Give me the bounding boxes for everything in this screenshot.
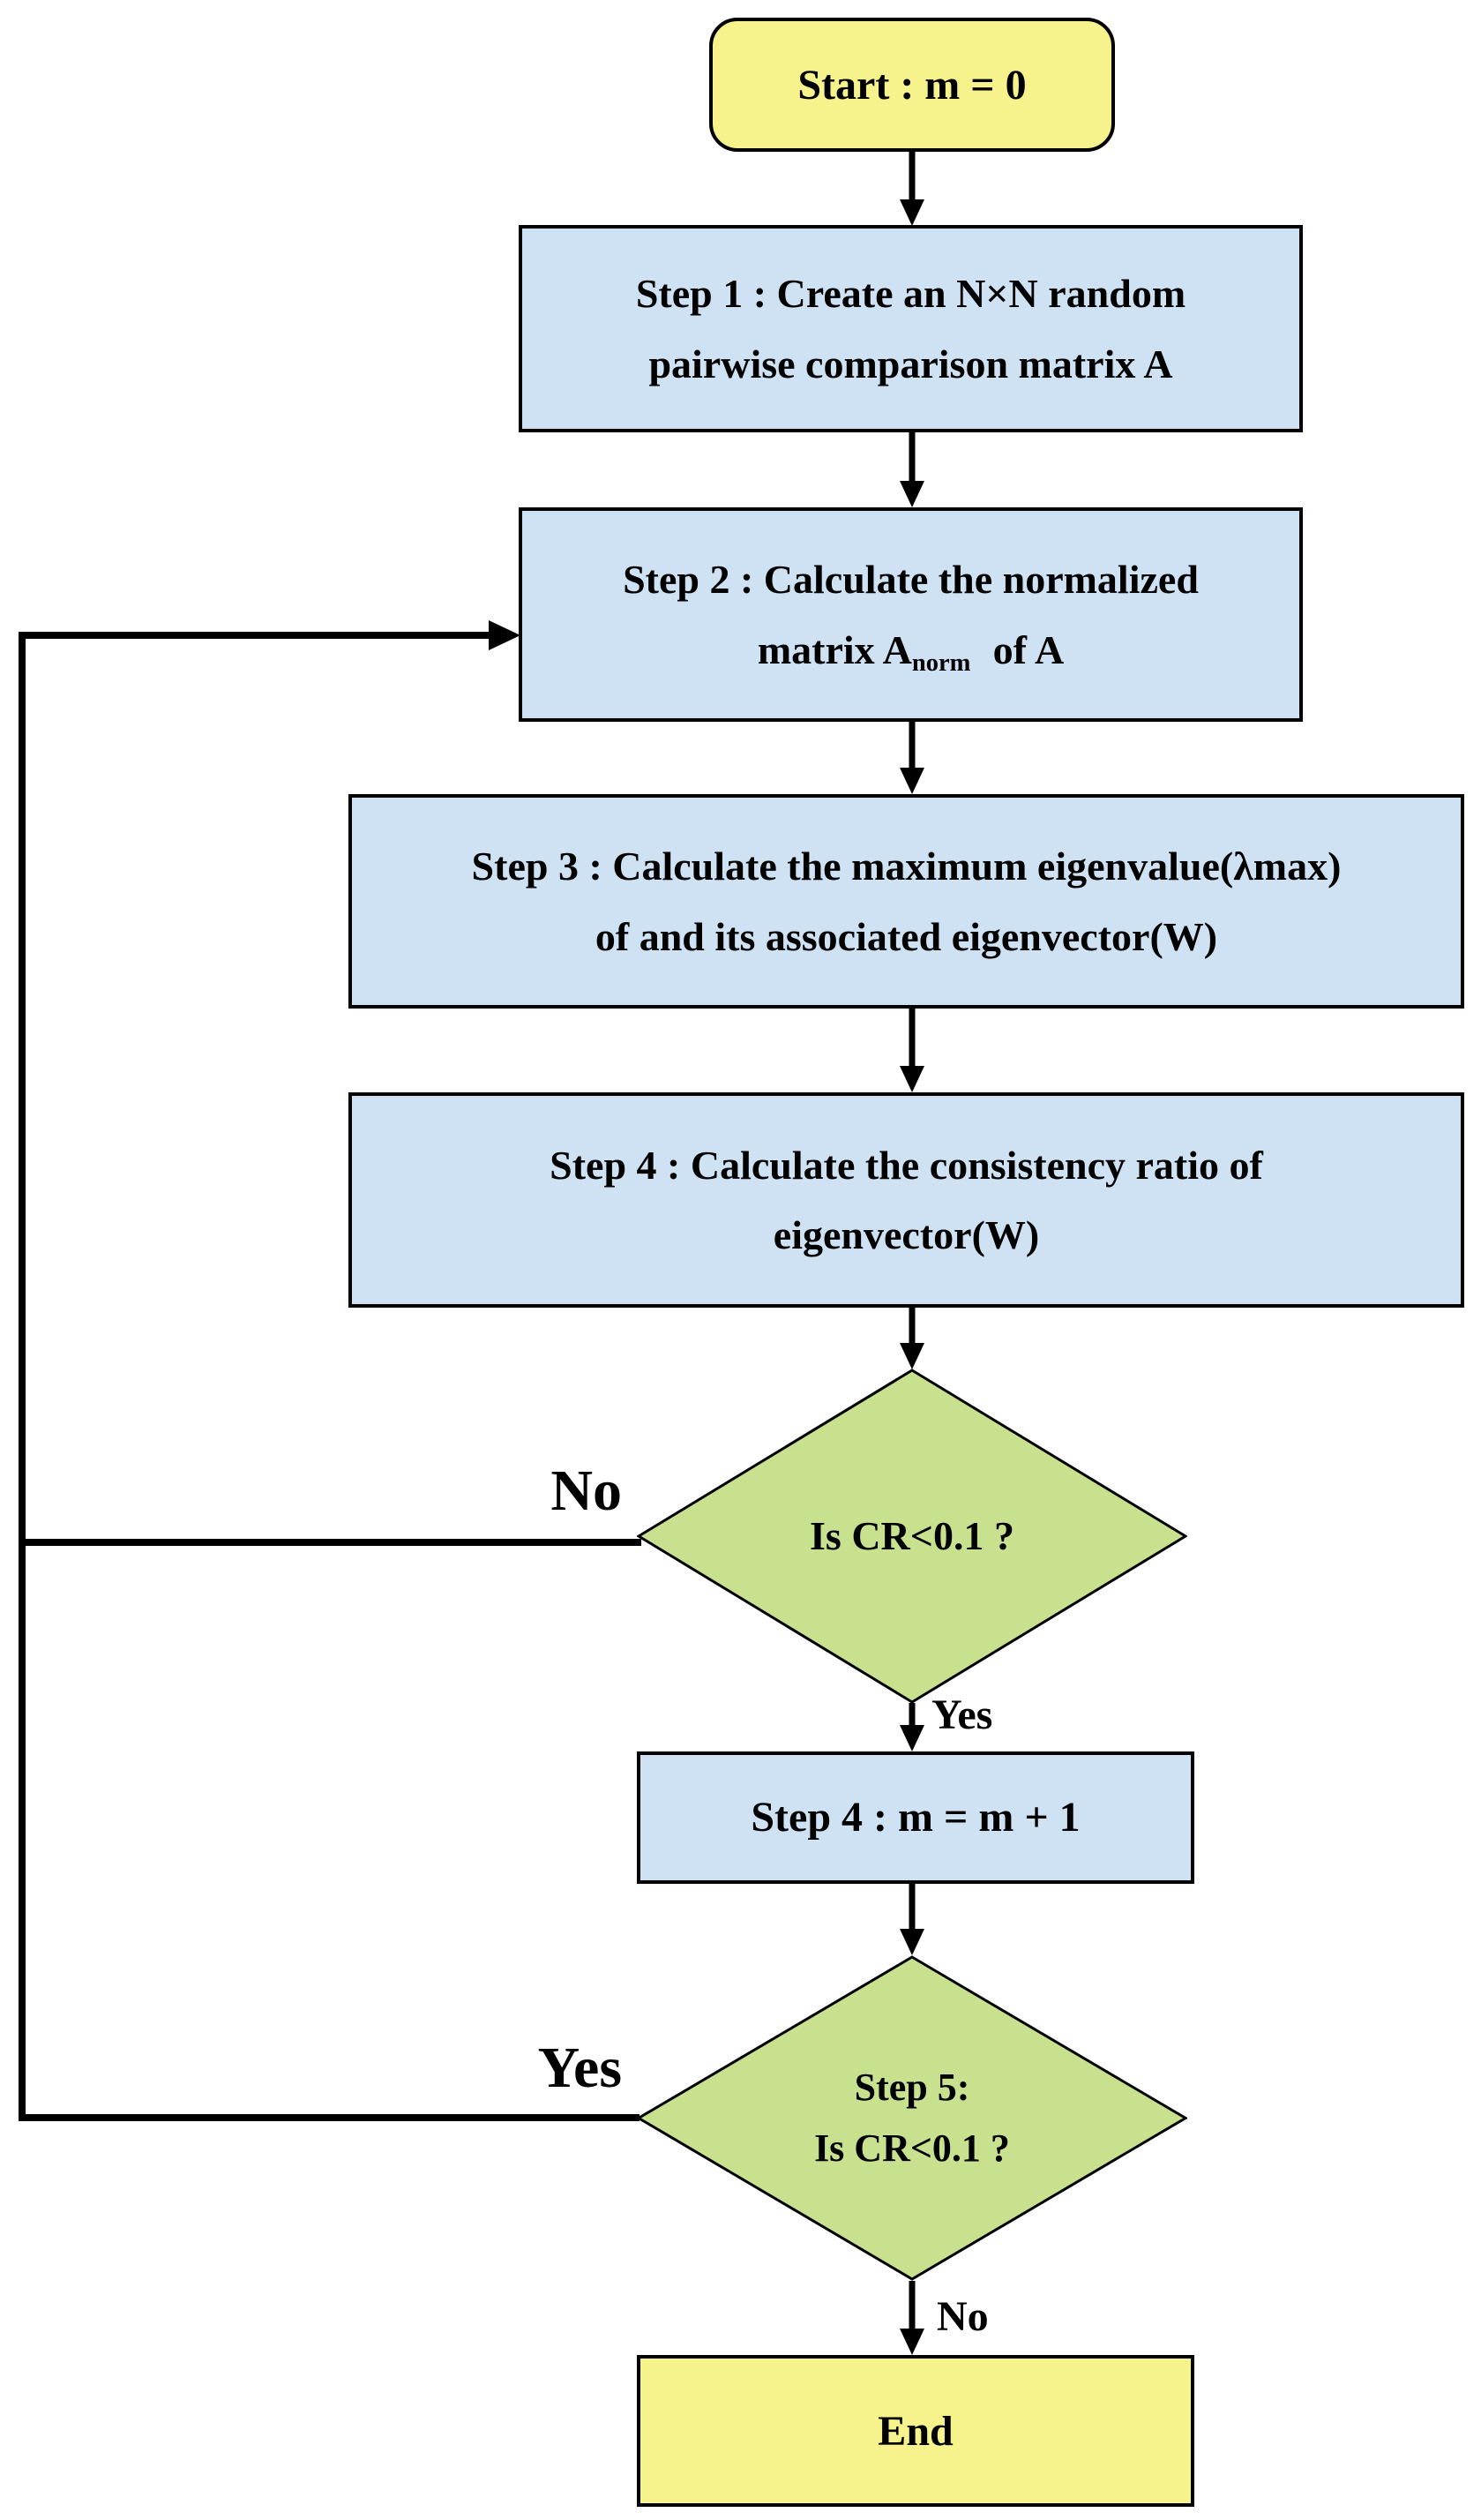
arrowhead-loop-step2 [489,620,520,650]
arrowhead-step4-decision1 [900,1343,924,1369]
edge-label-decision2-no: No [937,2293,989,2340]
node-decision2-line1: Step 5: [854,2066,970,2110]
node-start-label: Start : m = 0 [797,61,1027,109]
decision1-shape [637,1369,1187,1704]
node-decision1-label: Is CR<0.1 ? [810,1513,1014,1559]
node-start: Start : m = 0 [709,18,1115,152]
arrowhead-decision2-end [900,2329,924,2355]
node-step2-subscript: norm [911,649,971,677]
node-step2-line2-suffix: of A [992,626,1065,672]
node-decision2: Step 5: Is CR<0.1 ? [637,1955,1187,2281]
arrowhead-step1-step2 [900,481,924,507]
node-decision2-label: Step 5: Is CR<0.1 ? [814,2058,1010,2178]
node-step2-line2-prefix: matrix A [757,626,912,672]
node-end: End [637,2355,1194,2507]
node-step2: Step 2 : Calculate the normalized matrix… [519,507,1303,722]
node-step3-line1: Step 3 : Calculate the maximum eigenvalu… [471,844,1342,889]
node-step4b-label: Step 4 : m = m + 1 [751,1793,1081,1841]
edge-label-decision1-yes: Yes [931,1691,993,1738]
arrowhead-step2-step3 [900,768,924,794]
node-step4-line2: eigenvector(W) [773,1212,1040,1257]
node-step3-line2: of and its associated eigenvector(W) [595,913,1218,959]
node-step2-line2: matrix Anorm of A [758,615,1064,685]
node-end-label: End [878,2407,954,2455]
node-step3: Step 3 : Calculate the maximum eigenvalu… [348,794,1464,1009]
arrowhead-step4b-decision2 [900,1929,924,1955]
arrowhead-decision1-step4b [900,1725,924,1751]
edge-label-decision2-yes: Yes [537,2036,622,2100]
node-step1: Step 1 : Create an N×N random pairwise c… [519,225,1303,432]
edge-label-decision1-no: No [550,1459,622,1523]
decision2-shape [637,1955,1187,2281]
node-step4: Step 4 : Calculate the consistency ratio… [348,1092,1464,1308]
arrowhead-start-step1 [900,199,924,226]
node-step1-line1: Step 1 : Create an N×N random [635,271,1186,317]
arrowhead-step3-step4 [900,1066,924,1092]
node-decision1: Is CR<0.1 ? [637,1369,1187,1704]
node-step1-line2: pairwise comparison matrix A [648,341,1173,386]
node-step4-line1: Step 4 : Calculate the consistency ratio… [550,1142,1263,1188]
node-step2-line1: Step 2 : Calculate the normalized [623,557,1199,603]
node-decision2-line2: Is CR<0.1 ? [814,2126,1010,2170]
node-step4b: Step 4 : m = m + 1 [637,1751,1194,1884]
